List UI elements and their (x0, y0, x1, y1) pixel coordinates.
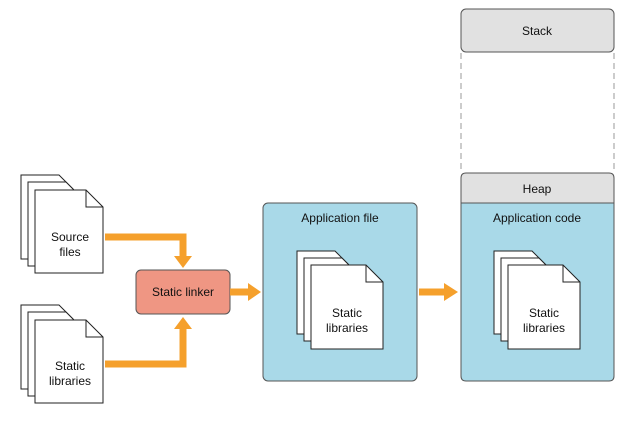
stack-region: Stack (460, 8, 615, 53)
application-file-to-memory-arrow (419, 283, 458, 301)
application-file-static-label-line1: Static (332, 306, 362, 320)
application-code-static-libraries-stack: Static libraries (493, 250, 581, 350)
document-icon (34, 189, 104, 274)
static-libraries-document-stack: Static libraries (20, 304, 104, 404)
source-to-linker-arrow (105, 233, 192, 268)
application-code-static-label-line2: libraries (523, 321, 565, 335)
document-icon (507, 264, 581, 350)
static-linker-label: Static linker (152, 285, 214, 299)
heap-region: Heap (460, 172, 615, 204)
static-libraries-label-line1: Static (55, 359, 85, 373)
stack-label: Stack (522, 24, 553, 38)
application-code-region: Application code Static libraries (460, 202, 615, 382)
application-file-static-label-line2: libraries (326, 321, 368, 335)
document-icon (310, 264, 384, 350)
application-file-static-libraries-stack: Static libraries (296, 250, 384, 350)
application-code-title: Application code (493, 211, 581, 225)
application-file-container: Application file Static libraries (262, 202, 418, 382)
libraries-to-linker-arrow (105, 317, 192, 368)
application-file-title: Application file (301, 211, 379, 225)
document-icon (34, 319, 104, 404)
heap-label: Heap (523, 182, 552, 196)
source-files-document-stack: Source files (20, 174, 104, 274)
static-libraries-label-line2: libraries (49, 374, 91, 388)
source-files-label-line1: Source (51, 230, 89, 244)
source-files-label-line2: files (59, 245, 80, 259)
linker-to-application-file-arrow (230, 283, 261, 301)
memory-layout: Stack Heap Application code Static libra… (460, 8, 615, 382)
static-linker-box: Static linker (135, 269, 231, 315)
application-code-static-label-line1: Static (529, 306, 559, 320)
